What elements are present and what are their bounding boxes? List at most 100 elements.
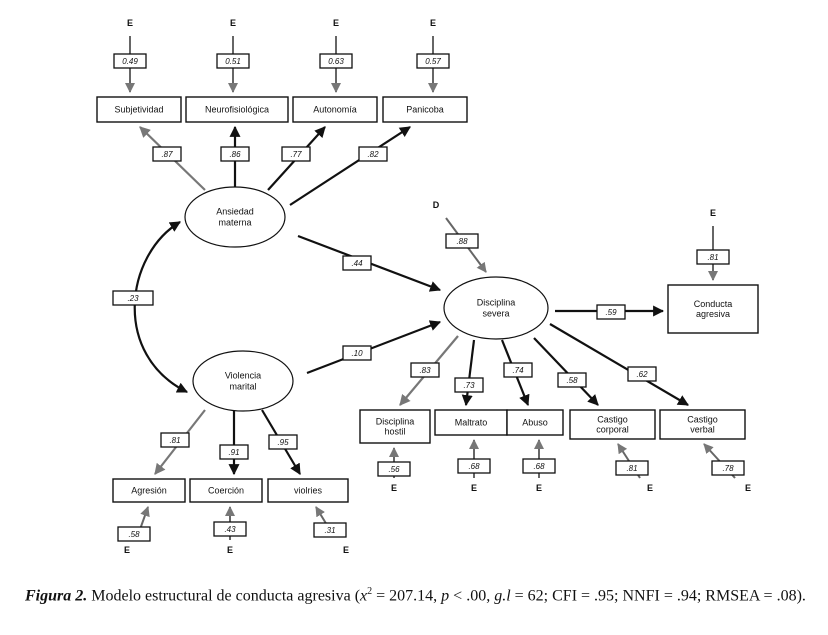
observed-label: corporal [596, 425, 629, 435]
error-violries-label: E [343, 545, 349, 555]
error-abuso-label: E [536, 483, 542, 493]
latent-ellipse [443, 276, 549, 340]
observed-box [292, 96, 378, 123]
path-ansiedad-to-subjetividad-coef: .87 [152, 146, 182, 162]
observed-label: Panicoba [406, 105, 444, 115]
error-disciplina-coef: .88 [445, 233, 479, 249]
path-ansiedad-to-subjetividad-coef-box [152, 146, 182, 162]
error-abuso-coef-box [522, 458, 556, 474]
observed-label: violries [294, 486, 323, 496]
observed-box [569, 409, 656, 440]
observed-violries: violries [267, 478, 349, 503]
observed-box [667, 284, 759, 334]
error-castigo-corporal-coef-box [615, 460, 649, 476]
error-disciplina-label: D [433, 200, 440, 210]
error-disc-hostil-coef-value: .56 [388, 465, 400, 474]
observed-label: Castigo [597, 415, 628, 425]
path-disciplina-to-abuso-coef-box [503, 362, 533, 378]
path-ansiedad-to-panicoba-coef-value: .82 [367, 150, 379, 159]
observed-label: Autonomía [313, 105, 357, 115]
caption-label: Figura 2. [25, 587, 88, 605]
path-ansiedad-to-disciplina-coef: .44 [342, 255, 372, 271]
latent-label: marital [229, 382, 256, 392]
error-neurofisiologica-coef: 0.51 [216, 53, 250, 69]
p-value: < .00, [449, 587, 495, 605]
path-disciplina-to-castigo-corporal-coef: .58 [557, 372, 587, 388]
observed-label: agresiva [696, 309, 730, 319]
error-agresion-coef-box [117, 526, 151, 542]
error-autonomia-coef: 0.63 [319, 53, 353, 69]
path-ansiedad-to-autonomia-coef-box [281, 146, 311, 162]
error-panicoba-coef: 0.57 [416, 53, 450, 69]
latent-ellipse [184, 186, 286, 248]
path-ansiedad-to-subjetividad-coef-value: .87 [161, 150, 173, 159]
path-violencia-to-disciplina-arrow [306, 320, 442, 375]
path-disciplina-to-conducta-coef-value: .59 [605, 308, 617, 317]
gl-value: = 62; CFI = .95; NNFI = .94; RMSEA = .08… [510, 587, 806, 605]
figure-caption: Figura 2. Modelo estructural de conducta… [25, 582, 815, 606]
error-agresion-label: E [124, 545, 130, 555]
path-violencia-to-agresion-coef-box [160, 432, 190, 448]
path-violencia-to-violries-coef: .95 [268, 434, 298, 450]
path-ansiedad-to-disciplina-coef-box [342, 255, 372, 271]
error-castigo-corporal-coef-value: .81 [626, 464, 637, 473]
path-disciplina-to-castigo-corporal-arrow [533, 337, 599, 406]
path-disciplina-to-maltrato-coef-box [454, 377, 484, 393]
observed-box [659, 409, 746, 440]
path-ansiedad-to-panicoba-coef-box [358, 146, 388, 162]
path-disciplina-to-castigo-verbal-coef-box [627, 366, 657, 382]
observed-box [189, 478, 263, 503]
path-violencia-to-coercion-coef: .91 [219, 444, 249, 460]
path-violencia-to-disciplina-coef: .10 [342, 345, 372, 361]
error-castigo-verbal-label: E [745, 483, 751, 493]
error-abuso-coef: .68 [522, 458, 556, 474]
observed-neurofisiologica: Neurofisiológica [185, 96, 289, 123]
latent-label: Disciplina [477, 298, 516, 308]
path-ansiedad-to-neurofisiologica-coef: .86 [220, 146, 250, 162]
observed-label: Abuso [522, 418, 548, 428]
path-disciplina-to-maltrato-arrow [461, 339, 476, 407]
error-agresion-coef: .58 [117, 526, 151, 542]
error-neurofisiologica-coef-value: 0.51 [225, 57, 241, 66]
path-ansiedad-to-autonomia-coef: .77 [281, 146, 311, 162]
latent-label: Violencia [225, 371, 261, 381]
observed-box [96, 96, 182, 123]
covariance-coef-box [112, 290, 154, 306]
path-violencia-to-coercion-coef-value: .91 [228, 448, 239, 457]
latent-label: Ansiedad [216, 207, 254, 217]
chi-sup: 2 [367, 586, 373, 597]
covariance-arrow [133, 221, 188, 393]
covariance-coef-value: .23 [127, 294, 139, 303]
path-disciplina-to-maltrato-coef-value: .73 [463, 381, 475, 390]
error-conducta-coef-box [696, 249, 730, 265]
error-autonomia-coef-box [319, 53, 353, 69]
error-maltrato-coef: .68 [457, 458, 491, 474]
latent-ellipse [192, 350, 294, 412]
error-castigo-corporal-coef: .81 [615, 460, 649, 476]
error-subjetividad-coef-box [113, 53, 147, 69]
path-disciplina-to-castigo-corporal-coef-box [557, 372, 587, 388]
chi-symbol: x [360, 587, 368, 605]
error-subjetividad-coef: 0.49 [113, 53, 147, 69]
path-violencia-to-coercion-coef-box [219, 444, 249, 460]
path-disciplina-to-disc-hostil-coef-box [410, 362, 440, 378]
observed-label: Subjetividad [114, 105, 163, 115]
path-disciplina-to-abuso-coef: .74 [503, 362, 533, 378]
error-disciplina-coef-box [445, 233, 479, 249]
observed-maltrato: Maltrato [434, 409, 508, 436]
error-disc-hostil-coef-box [377, 461, 411, 477]
observed-agresion: Agresión [112, 478, 186, 503]
caption-text: Modelo estructural de conducta agresiva … [87, 587, 361, 605]
error-coercion-coef: .43 [213, 521, 247, 537]
error-agresion-coef-value: .58 [128, 530, 140, 539]
observed-coercion: Coerción [189, 478, 263, 503]
path-ansiedad-to-neurofisiologica-coef-value: .86 [229, 150, 241, 159]
covariance-coef: .23 [112, 290, 154, 306]
path-ansiedad-to-disciplina-coef-value: .44 [351, 259, 363, 268]
error-violries-coef-value: .31 [324, 526, 335, 535]
